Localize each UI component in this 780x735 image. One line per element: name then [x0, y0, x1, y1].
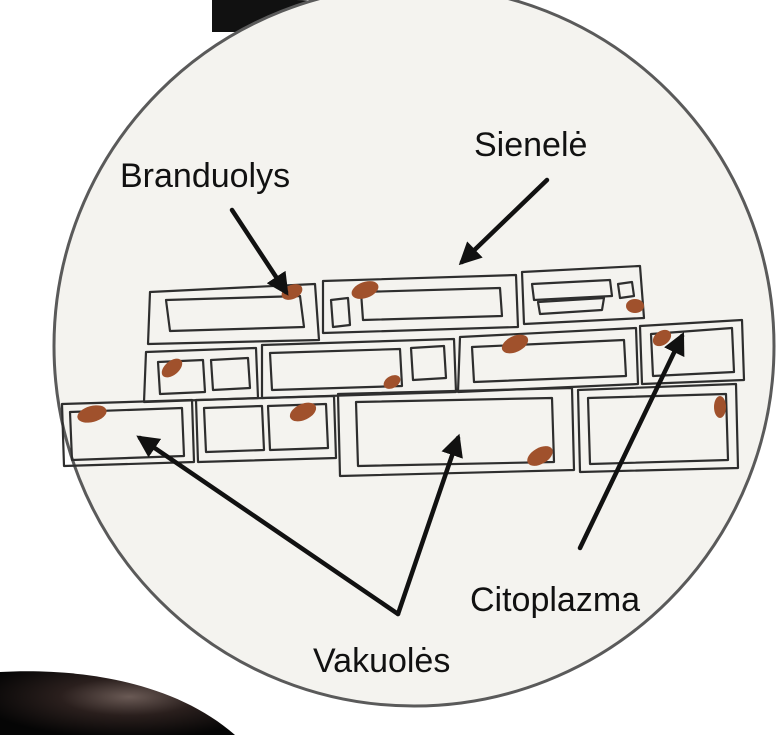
nucleus [714, 396, 726, 418]
nucleus [626, 299, 644, 313]
label-nucleus: Branduolys [120, 157, 290, 195]
microscope-field-circle [54, 0, 774, 706]
label-cytoplasm: Citoplazma [470, 581, 640, 619]
label-wall: Sienelė [474, 126, 587, 164]
label-vacuoles: Vakuolės [313, 642, 450, 680]
microscope-lens-shape [0, 671, 235, 735]
